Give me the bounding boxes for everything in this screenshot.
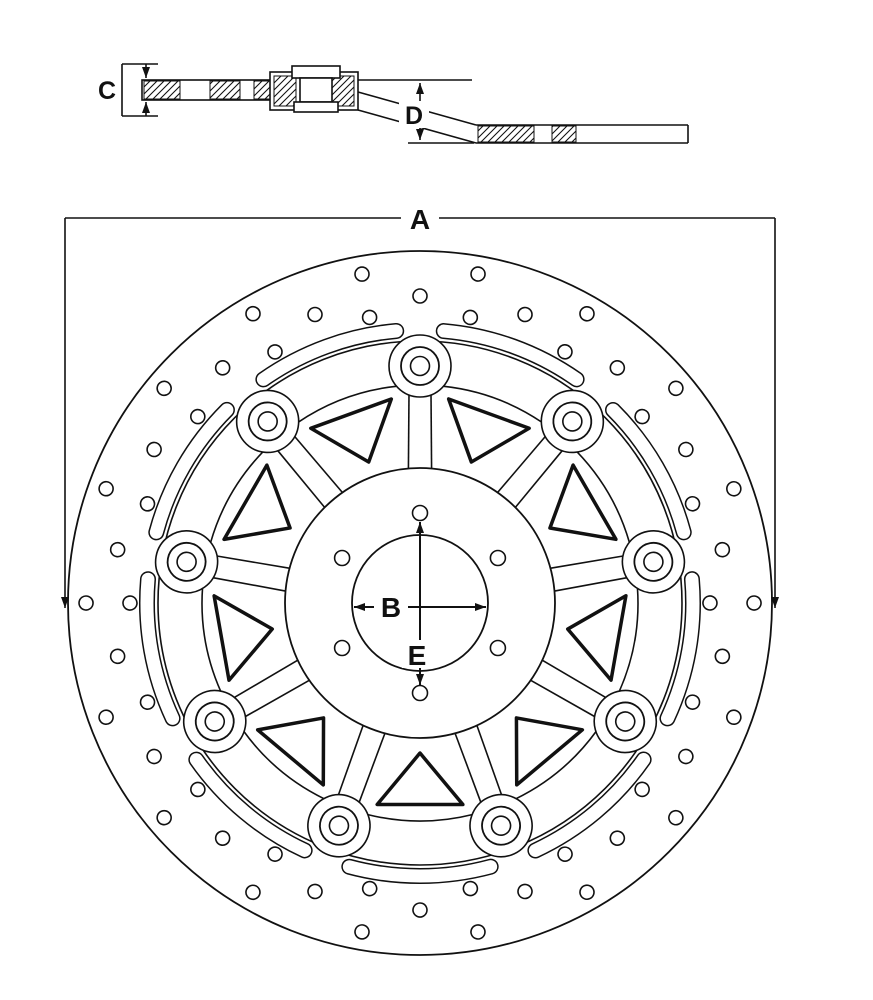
- section-bobbin-housing: [269, 65, 359, 113]
- label-e-mask: [402, 640, 432, 668]
- section-rivet-spool: [291, 65, 341, 113]
- label-a: A: [410, 204, 430, 235]
- section-band-right-hatch-1: [477, 125, 535, 143]
- dimension-c: [121, 63, 158, 117]
- bolt-holes: [333, 504, 507, 702]
- label-b-mask: [374, 592, 408, 620]
- section-band-left: [141, 79, 273, 101]
- section-band-right-hatch-2: [551, 125, 577, 143]
- cross-section-view: C D: [98, 63, 689, 144]
- label-a-mask: [401, 203, 439, 232]
- label-c: C: [98, 77, 116, 105]
- disc-outer-edge: [67, 250, 773, 956]
- label-d-mask: [399, 101, 429, 128]
- label-b: B: [381, 592, 401, 623]
- label-e: E: [408, 640, 427, 671]
- front-view: A: [59, 203, 798, 978]
- label-d: D: [405, 102, 423, 130]
